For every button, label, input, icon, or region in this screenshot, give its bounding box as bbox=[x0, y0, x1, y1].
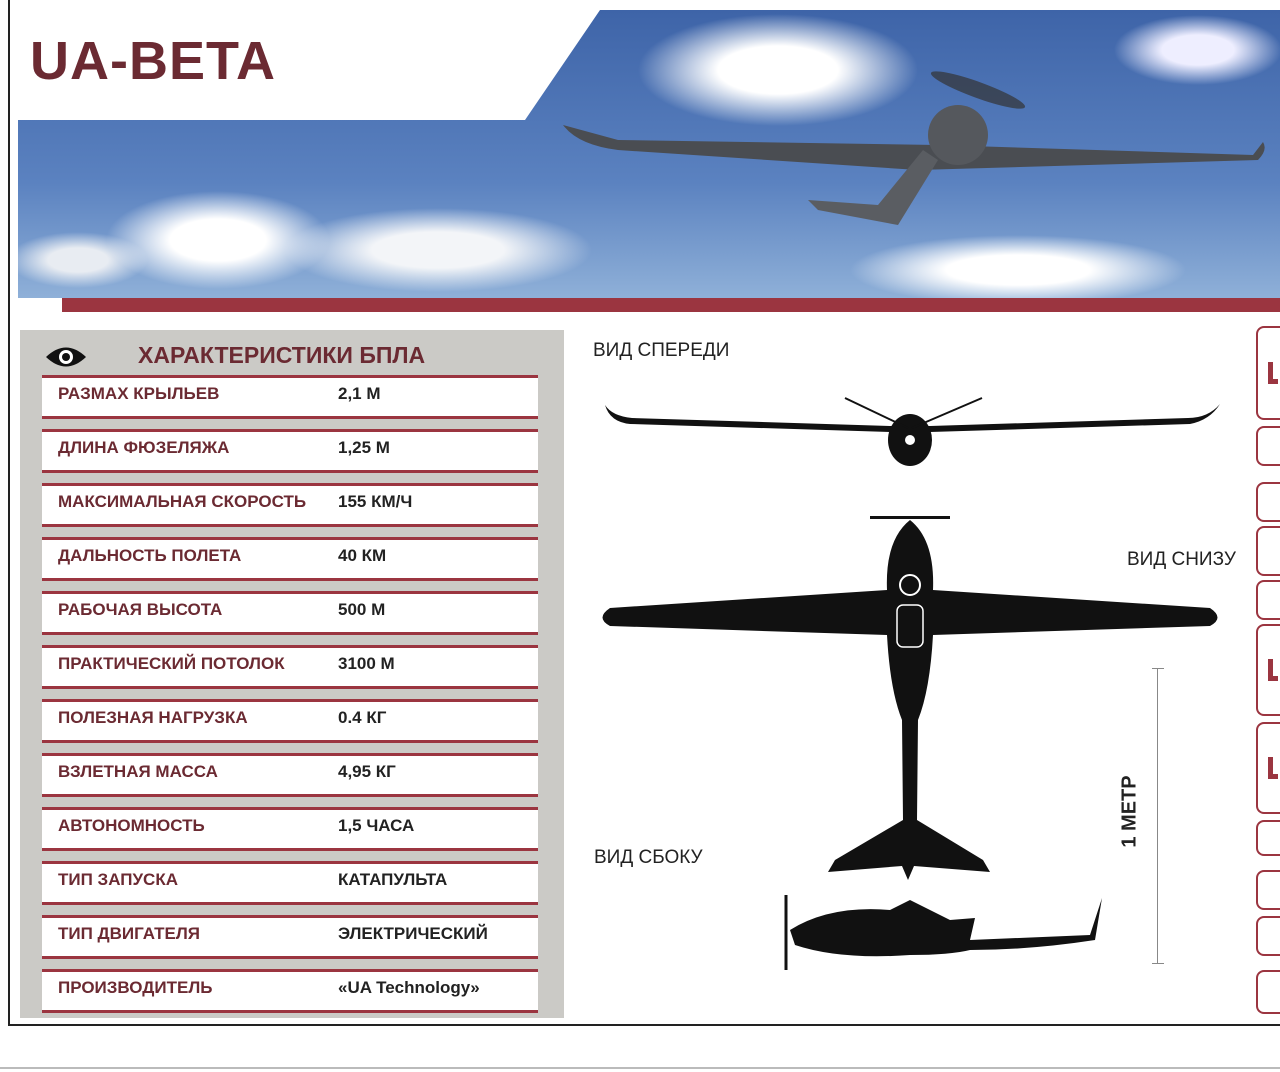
spec-row: ТИП ДВИГАТЕЛЯ ЭЛЕКТРИЧЕСКИЙ bbox=[42, 912, 538, 966]
spec-row-box bbox=[42, 483, 538, 527]
side-tab[interactable] bbox=[1256, 482, 1280, 522]
spec-row: ПРАКТИЧЕСКИЙ ПОТОЛОК 3100 М bbox=[42, 642, 538, 696]
spec-value: 0.4 КГ bbox=[338, 708, 387, 727]
side-view-label: ВИД СБОКУ bbox=[594, 847, 703, 868]
spec-value: 1,5 ЧАСА bbox=[338, 816, 415, 835]
spec-row-box bbox=[42, 861, 538, 905]
side-tab[interactable] bbox=[1256, 580, 1280, 620]
spec-row-box bbox=[42, 429, 538, 473]
spec-row-box bbox=[42, 969, 538, 1013]
front-view-drawing bbox=[605, 397, 1220, 466]
spec-row-box bbox=[42, 807, 538, 851]
bottom-view-label: ВИД СНИЗУ bbox=[1127, 549, 1236, 570]
eye-icon bbox=[46, 347, 86, 367]
scale-label: 1 МЕТР bbox=[1118, 775, 1141, 848]
spec-row: ДАЛЬНОСТЬ ПОЛЕТА 40 КМ bbox=[42, 534, 538, 588]
spec-row-box bbox=[42, 591, 538, 635]
spec-row: АВТОНОМНОСТЬ 1,5 ЧАСА bbox=[42, 804, 538, 858]
side-tab[interactable] bbox=[1256, 916, 1280, 956]
spec-label: МАКСИМАЛЬНАЯ СКОРОСТЬ bbox=[58, 492, 307, 511]
spec-value: 40 КМ bbox=[338, 546, 387, 565]
front-view-label: ВИД СПЕРЕДИ bbox=[593, 340, 730, 361]
spec-value: 155 КМ/Ч bbox=[338, 492, 413, 511]
spec-row-box bbox=[42, 915, 538, 959]
spec-row: РАБОЧАЯ ВЫСОТА 500 М bbox=[42, 588, 538, 642]
drone-photo bbox=[563, 71, 1265, 225]
spec-label: АВТОНОМНОСТЬ bbox=[58, 816, 205, 835]
specs-title: ХАРАКТЕРИСТИКИ БПЛА bbox=[138, 342, 426, 368]
scale-bar bbox=[1152, 668, 1164, 964]
side-tab[interactable] bbox=[1256, 526, 1280, 576]
spec-row: РАЗМАХ КРЫЛЬЕВ 2,1 М bbox=[42, 372, 538, 426]
spec-label: ПРОИЗВОДИТЕЛЬ bbox=[58, 978, 213, 997]
spec-value: 2,1 М bbox=[338, 384, 381, 403]
spec-value: 1,25 М bbox=[338, 438, 390, 457]
page-title: UA-BETA bbox=[30, 31, 276, 91]
spec-label: РАЗМАХ КРЫЛЬЕВ bbox=[58, 384, 220, 403]
bottom-view-drawing bbox=[602, 516, 1218, 880]
spec-row-box bbox=[42, 645, 538, 689]
drone-diagrams bbox=[602, 397, 1220, 970]
spec-value: 500 М bbox=[338, 600, 386, 619]
side-tab[interactable] bbox=[1256, 870, 1280, 910]
frame bbox=[8, 0, 1280, 1026]
spec-row: ПОЛЕЗНАЯ НАГРУЗКА 0.4 КГ bbox=[42, 696, 538, 750]
divider bbox=[0, 1067, 1280, 1069]
spec-label: ПОЛЕЗНАЯ НАГРУЗКА bbox=[58, 708, 248, 727]
spec-value: «UA Technology» bbox=[338, 978, 480, 997]
spec-value: ЭЛЕКТРИЧЕСКИЙ bbox=[338, 924, 488, 943]
spec-label: РАБОЧАЯ ВЫСОТА bbox=[58, 600, 223, 619]
side-tab[interactable] bbox=[1256, 820, 1280, 856]
side-tab[interactable] bbox=[1256, 326, 1280, 420]
spec-value: 3100 М bbox=[338, 654, 395, 673]
accent-bar bbox=[62, 298, 1280, 312]
side-tab[interactable] bbox=[1256, 722, 1280, 814]
spec-label: ДАЛЬНОСТЬ ПОЛЕТА bbox=[58, 546, 242, 565]
spec-row-box bbox=[42, 375, 538, 419]
side-tab[interactable] bbox=[1256, 970, 1280, 1014]
spec-label: ВЗЛЕТНАЯ МАССА bbox=[58, 762, 218, 781]
spec-row: ВЗЛЕТНАЯ МАССА 4,95 КГ bbox=[42, 750, 538, 804]
spec-row-box bbox=[42, 537, 538, 581]
spec-value: 4,95 КГ bbox=[338, 762, 396, 781]
side-tab[interactable] bbox=[1256, 426, 1280, 466]
specs-panel: ХАРАКТЕРИСТИКИ БПЛА РАЗМАХ КРЫЛЬЕВ 2,1 М Д… bbox=[20, 330, 564, 1018]
specs-header: ХАРАКТЕРИСТИКИ БПЛА bbox=[20, 338, 564, 374]
spec-row: МАКСИМАЛЬНАЯ СКОРОСТЬ 155 КМ/Ч bbox=[42, 480, 538, 534]
spec-row-box bbox=[42, 753, 538, 797]
spec-label: ТИП ДВИГАТЕЛЯ bbox=[58, 924, 201, 943]
spec-label: ПРАКТИЧЕСКИЙ ПОТОЛОК bbox=[58, 654, 285, 673]
spec-label: ДЛИНА ФЮЗЕЛЯЖА bbox=[58, 438, 230, 457]
spec-row: ДЛИНА ФЮЗЕЛЯЖА 1,25 М bbox=[42, 426, 538, 480]
side-view-drawing bbox=[784, 895, 1102, 970]
spec-label: ТИП ЗАПУСКА bbox=[58, 870, 178, 889]
side-tab[interactable] bbox=[1256, 624, 1280, 716]
spec-row: ПРОИЗВОДИТЕЛЬ «UA Technology» bbox=[42, 966, 538, 1020]
spec-row: ТИП ЗАПУСКА КАТАПУЛЬТА bbox=[42, 858, 538, 912]
spec-row-box bbox=[42, 699, 538, 743]
specs-table: РАЗМАХ КРЫЛЬЕВ 2,1 М ДЛИНА ФЮЗЕЛЯЖА 1,25 М М… bbox=[42, 372, 538, 1020]
spec-value: КАТАПУЛЬТА bbox=[338, 870, 448, 889]
